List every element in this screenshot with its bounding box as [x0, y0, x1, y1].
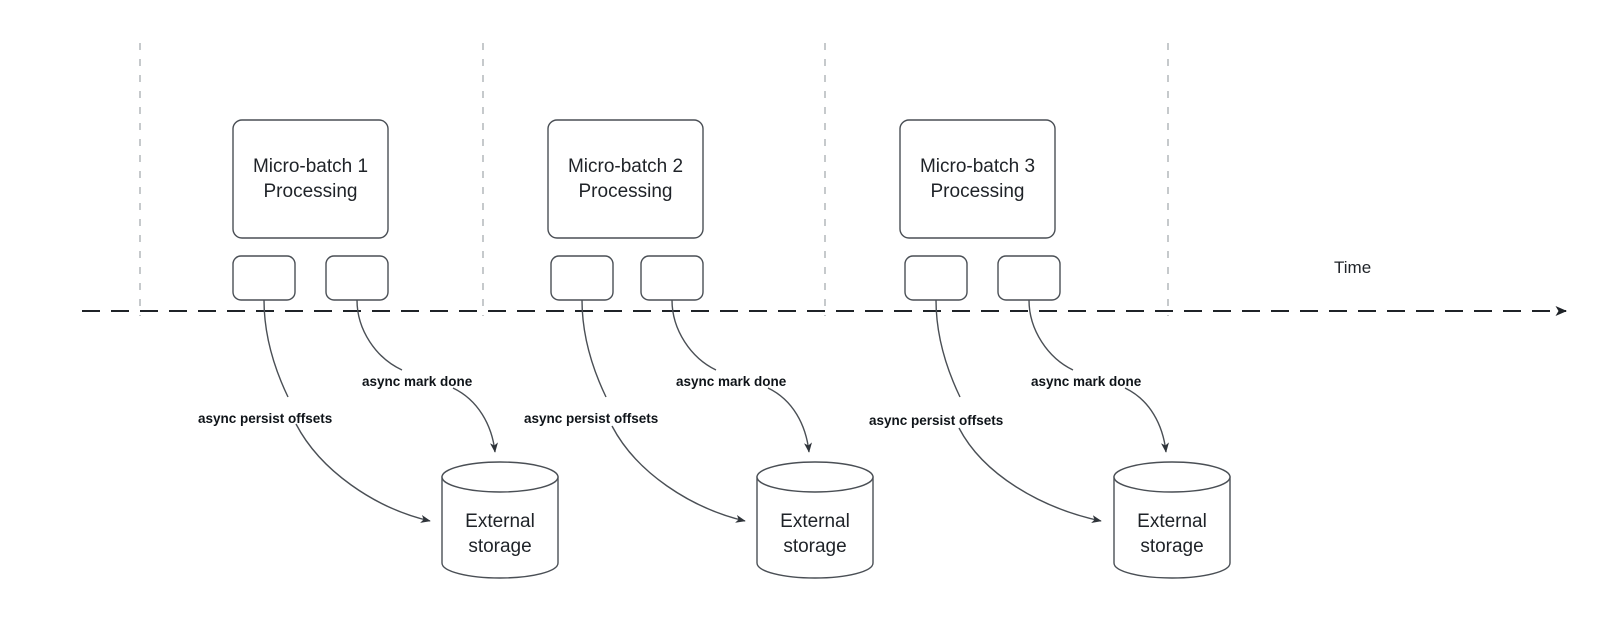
time-axis-label: Time: [1334, 258, 1371, 277]
mark-done-edge-1a: [356, 299, 403, 371]
storage-label-3-line2: storage: [1140, 536, 1203, 557]
cylinder-body-2: [756, 476, 874, 579]
storage-label-2-line1: External: [780, 511, 850, 532]
mark-done-task-box-2[interactable]: [640, 255, 704, 301]
persist-offsets-edge-3a: [935, 299, 961, 398]
mark-done-label-1: async mark done: [362, 374, 473, 389]
storage-label-1-line1: External: [465, 511, 535, 532]
cylinder-top-3: [1113, 461, 1231, 493]
storage-label-3-line1: External: [1137, 511, 1207, 532]
mark-done-edge-2b: [767, 387, 812, 453]
group-1: Micro-batch 1 Processing async persist o…: [198, 119, 559, 579]
micro-batch-label-2-line2: Processing: [579, 181, 673, 202]
cylinder-body-3: [1113, 476, 1231, 579]
micro-batch-label-3-line1: Micro-batch 3: [920, 156, 1035, 177]
persist-offsets-edge-2b: [611, 425, 746, 523]
group-3: Micro-batch 3 Processing async persist o…: [869, 119, 1231, 579]
storage-label-1-line2: storage: [468, 536, 531, 557]
micro-batch-label-1-line1: Micro-batch 1: [253, 156, 368, 177]
cylinder-body-1: [441, 476, 559, 579]
timeline-axis: Time: [82, 258, 1567, 316]
micro-batch-box-3[interactable]: [899, 119, 1056, 239]
persist-task-box-3[interactable]: [904, 255, 968, 301]
persist-offsets-label-3: async persist offsets: [869, 413, 1003, 428]
micro-batch-box-1[interactable]: [232, 119, 389, 239]
micro-batch-label-2-line1: Micro-batch 2: [568, 156, 683, 177]
storage-label-2-line2: storage: [783, 536, 846, 557]
mark-done-label-3: async mark done: [1031, 374, 1142, 389]
mark-done-edge-2a: [671, 299, 717, 371]
persist-offsets-edge-1a: [263, 299, 289, 398]
mark-done-edge-3b: [1124, 387, 1169, 453]
micro-batch-box-2[interactable]: [547, 119, 704, 239]
mark-done-task-box-1[interactable]: [325, 255, 389, 301]
persist-task-box-2[interactable]: [550, 255, 614, 301]
micro-batch-label-1-line2: Processing: [264, 181, 358, 202]
persist-offsets-label-2: async persist offsets: [524, 411, 658, 426]
mark-done-edge-3a: [1028, 299, 1074, 371]
persist-task-box-1[interactable]: [232, 255, 296, 301]
mark-done-task-box-3[interactable]: [997, 255, 1061, 301]
persist-offsets-edge-3b: [958, 427, 1102, 523]
persist-offsets-edge-2a: [581, 299, 607, 398]
time-dividers: [139, 43, 1169, 316]
cylinder-top-2: [756, 461, 874, 493]
micro-batch-label-3-line2: Processing: [931, 181, 1025, 202]
external-storage-cylinder-3[interactable]: External storage: [1113, 461, 1231, 579]
external-storage-cylinder-1[interactable]: External storage: [441, 461, 559, 579]
cylinder-top-1: [441, 461, 559, 493]
group-2: Micro-batch 2 Processing async persist o…: [524, 119, 874, 579]
persist-offsets-edge-1b: [295, 423, 431, 523]
mark-done-label-2: async mark done: [676, 374, 787, 389]
external-storage-cylinder-2[interactable]: External storage: [756, 461, 874, 579]
mark-done-edge-1b: [452, 387, 498, 453]
persist-offsets-label-1: async persist offsets: [198, 411, 332, 426]
